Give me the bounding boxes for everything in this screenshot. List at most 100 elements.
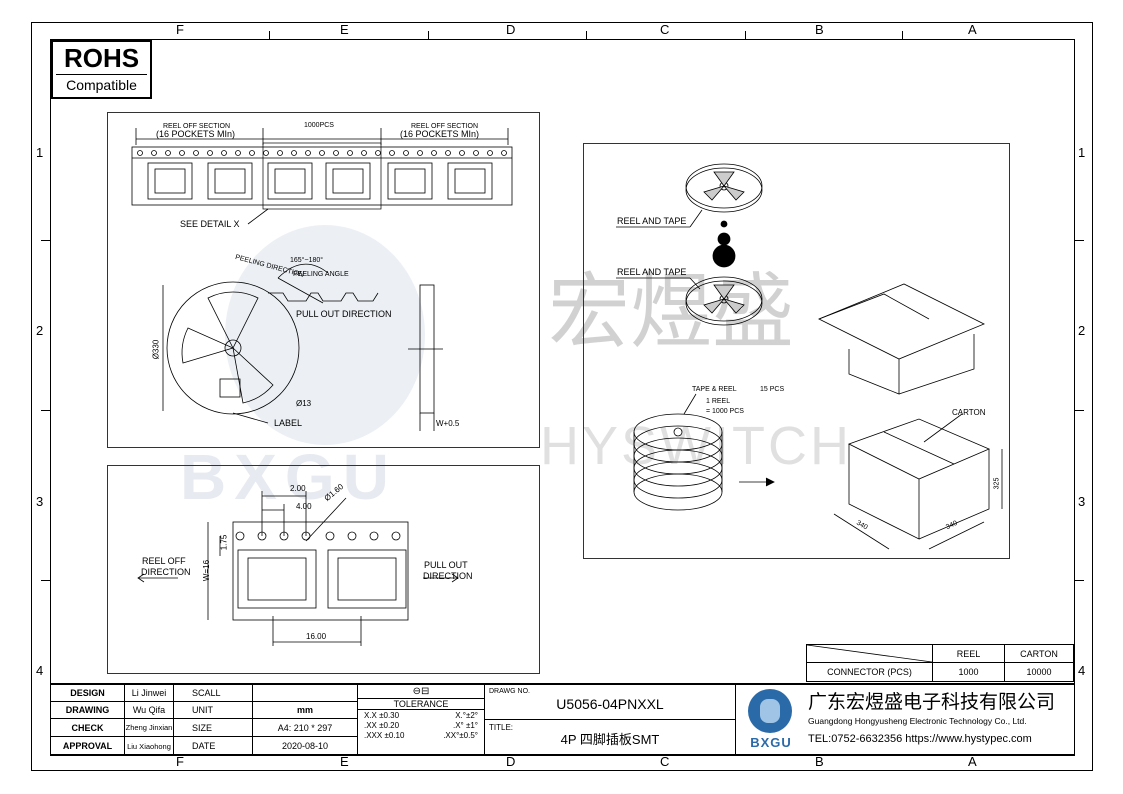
watermark-logo-circle: [225, 225, 425, 445]
packaging-panel: REEL AND TAPE REEL AND TAPE TAPE & REEL …: [583, 143, 1010, 559]
dim-pocket-label: 4.00: [296, 502, 312, 511]
approval-name: Liu Xiaohong: [124, 736, 174, 756]
outer-frame: [31, 22, 1093, 771]
pull-out-label: PULL OUT DIRECTION: [296, 309, 392, 319]
zone-bottom-b: B: [815, 754, 824, 769]
diameter-label: Ø330: [151, 339, 161, 360]
tolerance-label: TOLERANCE: [358, 698, 484, 710]
qty-carton-value: 10000: [1004, 662, 1074, 682]
zone-right-3: 3: [1078, 494, 1086, 509]
zone-tick: [902, 31, 903, 39]
unit-label: UNIT: [173, 701, 253, 719]
scall-label: SCALL: [173, 684, 253, 702]
date-value: 2020-08-10: [252, 736, 358, 756]
tol-row1-b: X.°±2°: [455, 711, 478, 720]
watermark-logo: BXGU: [180, 441, 397, 513]
zone-tick: [41, 580, 50, 581]
label-label: LABEL: [274, 418, 303, 428]
width-label: W+0.5: [436, 419, 460, 428]
pockets-label-left: (16 POCKETS MIn): [156, 129, 236, 139]
qty-reel-value: 1000: [932, 662, 1005, 682]
date-label: DATE: [173, 736, 253, 756]
title-label: TITLE:: [489, 723, 514, 732]
qty-row-label: CONNECTOR (PCS): [806, 662, 933, 682]
dim-height-label: 325: [993, 477, 1001, 490]
check-name: Zheng Jinxian: [124, 718, 174, 737]
tol-row2-a: .XX ±0.20: [364, 721, 400, 730]
zone-left-2: 2: [36, 323, 44, 338]
zone-top-e: E: [340, 22, 349, 37]
zone-bottom-a: A: [968, 754, 977, 769]
zone-left-3: 3: [36, 494, 44, 509]
title-block: DESIGN Li Jinwei SCALL DRAWING Wu Qifa U…: [50, 683, 1075, 756]
reel-off-label-left: REEL OFF SECTION: [163, 123, 231, 130]
quantity-table: REEL CARTON CONNECTOR (PCS) 1000 10000: [806, 644, 1074, 682]
watermark-cn: 宏煜盛: [548, 265, 795, 360]
pockets-label-right: (16 POCKETS MIn): [400, 129, 480, 139]
zone-bottom-c: C: [660, 754, 670, 769]
zone-top-d: D: [506, 22, 516, 37]
tape-detail-panel: 2.00 4.00 Ø1.60 1.75 W=16 16.00 REEL OFF…: [107, 465, 540, 674]
packaging-drawing: [616, 163, 1003, 550]
watermark-en: HYSWITCH: [540, 416, 852, 476]
zone-tick: [41, 240, 50, 241]
company-logo-text: BXGU: [750, 735, 792, 750]
dim-width-label: W=16: [202, 559, 212, 582]
carton-label: CARTON: [952, 408, 986, 417]
tol-row2-b: .X° ±1°: [452, 721, 478, 730]
pull-out-detail-label: PULL OUT: [424, 560, 468, 570]
design-label: DESIGN: [50, 684, 125, 702]
size-value: A4: 210 * 297: [252, 718, 358, 737]
company-contact: TEL:0752-6632356 https://www.hystypec.co…: [808, 733, 1032, 745]
one-reel-label: 1 REEL: [706, 398, 731, 405]
qty-header-blank: [806, 644, 933, 663]
company-name-en: Guangdong Hongyusheng Electronic Technol…: [808, 716, 1027, 726]
diagonal-line: [807, 645, 932, 662]
eq1000-label: = 1000 PCS: [706, 408, 744, 415]
unit-value: mm: [252, 701, 358, 719]
angle-label: 165°~180°: [290, 257, 324, 264]
qty-header-reel: REEL: [932, 644, 1005, 663]
zone-tick: [428, 31, 429, 39]
check-label: CHECK: [50, 718, 125, 737]
drawing-name: Wu Qifa: [124, 701, 174, 719]
zone-right-1: 1: [1078, 145, 1086, 160]
reel-tape-label-1: REEL AND TAPE: [617, 216, 687, 226]
dim-edge-label: 1.75: [219, 534, 229, 551]
rohs-subtitle: Compatible: [56, 74, 147, 95]
pcs-label: 1000PCS: [304, 122, 334, 129]
zone-bottom-d: D: [506, 754, 516, 769]
inner-frame: [50, 39, 1075, 755]
hub-label: Ø13: [296, 399, 312, 408]
dim-pitch-label: 2.00: [290, 484, 306, 493]
reel-panel: REEL OFF SECTION (16 POCKETS MIn) 1000PC…: [107, 112, 540, 448]
reel-off-label-right: REEL OFF SECTION: [411, 123, 479, 130]
drawing-no-box: DRAWG NO. U5056-04PNXXL: [484, 684, 736, 720]
pull-out-direction-label: DIRECTION: [423, 571, 473, 581]
company-logo-icon: [748, 689, 792, 733]
rohs-badge: ROHS Compatible: [51, 40, 152, 99]
drawing-title: 4P 四脚插板SMT: [560, 732, 660, 747]
size-label: SIZE: [173, 718, 253, 737]
see-detail-label: SEE DETAIL X: [180, 219, 240, 229]
design-name: Li Jinwei: [124, 684, 174, 702]
tolerance-box: ⊖⊟ TOLERANCE X.X ±0.30 X.°±2° .XX ±0.20 …: [357, 684, 485, 756]
qty-header-carton: CARTON: [1004, 644, 1074, 663]
zone-top-a: A: [968, 22, 977, 37]
drawing-no-label: DRAWG NO.: [489, 688, 530, 695]
reel-drawing: [131, 128, 513, 431]
zone-right-4: 4: [1078, 663, 1086, 678]
zone-top-c: C: [660, 22, 670, 37]
company-box: BXGU 广东宏煜盛电子科技有限公司 Guangdong Hongyusheng…: [735, 684, 1075, 756]
company-name-cn: 广东宏煜盛电子科技有限公司: [808, 691, 1056, 713]
zone-tick: [269, 31, 270, 39]
zone-left-1: 1: [36, 145, 44, 160]
tol-row3-a: .XXX ±0.10: [364, 731, 405, 740]
tape-reel-label: TAPE & REEL: [692, 386, 737, 393]
zone-tick: [586, 31, 587, 39]
scall-value: [252, 684, 358, 702]
reel-off-direction-label: DIRECTION: [141, 567, 191, 577]
zone-right-2: 2: [1078, 323, 1086, 338]
zone-tick: [1075, 410, 1084, 411]
drawing-label: DRAWING: [50, 701, 125, 719]
